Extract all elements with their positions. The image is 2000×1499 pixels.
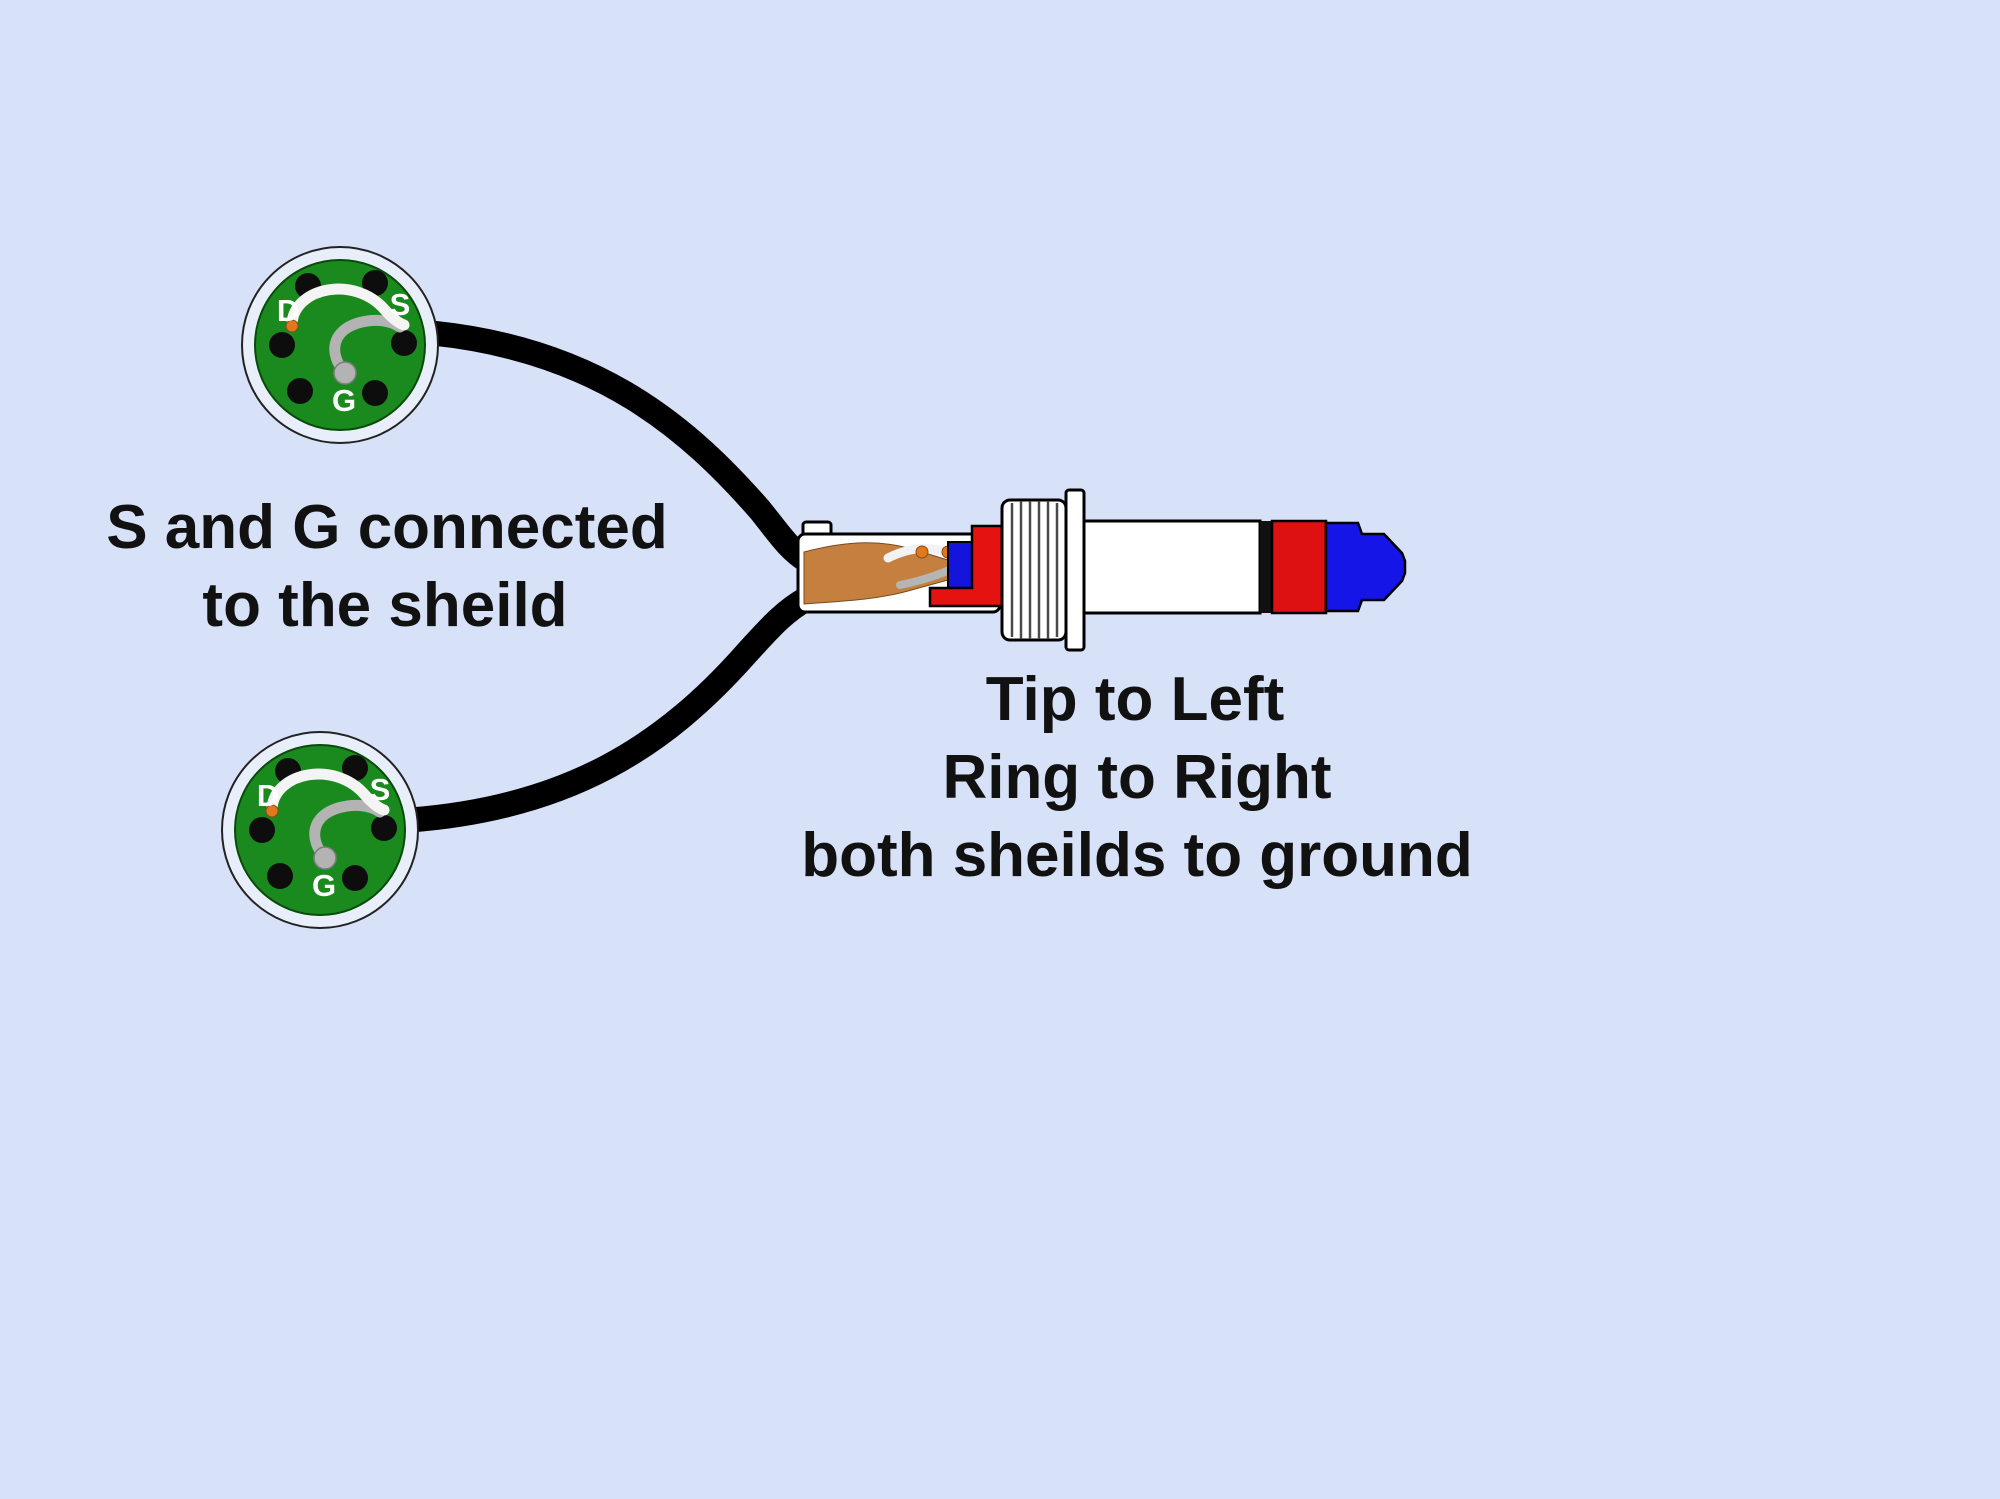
pin-label-d: D [257, 778, 279, 813]
pin-label-s: S [370, 772, 391, 807]
plug-flange [1064, 488, 1086, 652]
right-annotation-line2: Ring to Right [942, 743, 1331, 812]
tip-contact [1324, 521, 1407, 613]
connector-pin [249, 817, 275, 843]
signal-wire-d-to-s [266, 768, 390, 816]
jumper-wire-g-to-s [309, 799, 386, 864]
cable-bottom [397, 585, 821, 833]
connector-pin [371, 815, 397, 841]
connector-pin [269, 332, 295, 358]
jumper-wire-end [333, 361, 357, 385]
jumper-wire-g-to-s [329, 314, 406, 379]
pin-label-g: G [312, 868, 336, 903]
insulator-ring [1260, 521, 1272, 613]
connector-pin [391, 330, 417, 356]
pin-label-g: G [332, 383, 356, 418]
right-annotation-line3: both sheilds to ground [801, 821, 1473, 890]
cable-top [419, 320, 819, 573]
signal-wire-d-to-s [286, 283, 410, 331]
pin-label-d: D [277, 293, 299, 328]
pin-label-s: S [390, 287, 411, 322]
trs-plug [796, 488, 1407, 652]
connector-pin [342, 755, 368, 781]
right-annotation-line1: Tip to Left [986, 665, 1284, 734]
solder-lug-blue [947, 541, 975, 589]
din-connector-top: D S G [241, 246, 439, 444]
connector-pin [342, 865, 368, 891]
left-annotation-line1: S and G connected [106, 493, 668, 562]
left-annotation-line2: to the sheild [202, 571, 567, 640]
din-connector-bottom: D S G [221, 731, 419, 929]
connector-pin [267, 863, 293, 889]
connector-pin [362, 380, 388, 406]
jumper-wire-end [313, 846, 337, 870]
connector-pin [287, 378, 313, 404]
connector-pin [362, 270, 388, 296]
sleeve-barrel [1082, 519, 1262, 615]
solder-dot [915, 545, 929, 559]
ring-contact [1270, 519, 1328, 615]
solder-dot [265, 804, 279, 818]
solder-dot [285, 319, 299, 333]
